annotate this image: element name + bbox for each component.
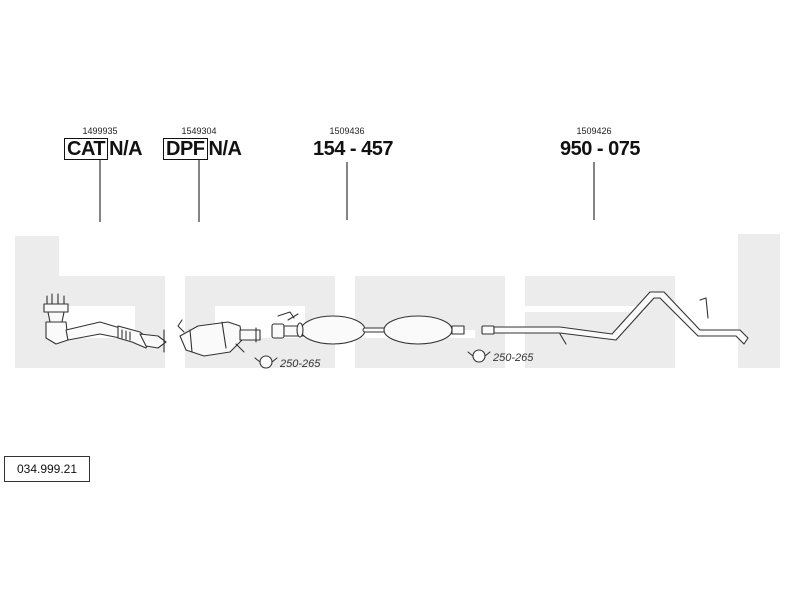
part-number-front-muffler: 1509436 xyxy=(329,126,365,136)
dpf-badge: DPF xyxy=(163,138,208,160)
part-number-dpf: 1549304 xyxy=(181,126,217,136)
part-number-cat: 1499935 xyxy=(82,126,118,136)
dpf-na: N/A xyxy=(208,138,242,160)
clamp-label: 250-265 xyxy=(493,352,534,364)
catalytic-converter xyxy=(43,293,167,353)
part-code-front-muffler: 154 - 457 xyxy=(313,138,394,160)
front-muffler-assembly xyxy=(271,311,465,345)
clamp-label: 250-265 xyxy=(280,358,321,370)
part-number-rear-pipe: 1509426 xyxy=(576,126,612,136)
clamp-icon xyxy=(467,349,491,363)
reference-number: 034.999.21 xyxy=(16,462,78,476)
reference-number-box: 034.999.21 xyxy=(4,456,90,482)
part-code-rear-pipe: 950 - 075 xyxy=(560,138,641,160)
cat-na: N/A xyxy=(109,138,143,160)
diesel-particulate-filter xyxy=(177,319,261,357)
rear-pipe xyxy=(481,291,749,345)
cat-badge: CAT xyxy=(64,138,109,160)
clamp-icon xyxy=(254,355,278,369)
